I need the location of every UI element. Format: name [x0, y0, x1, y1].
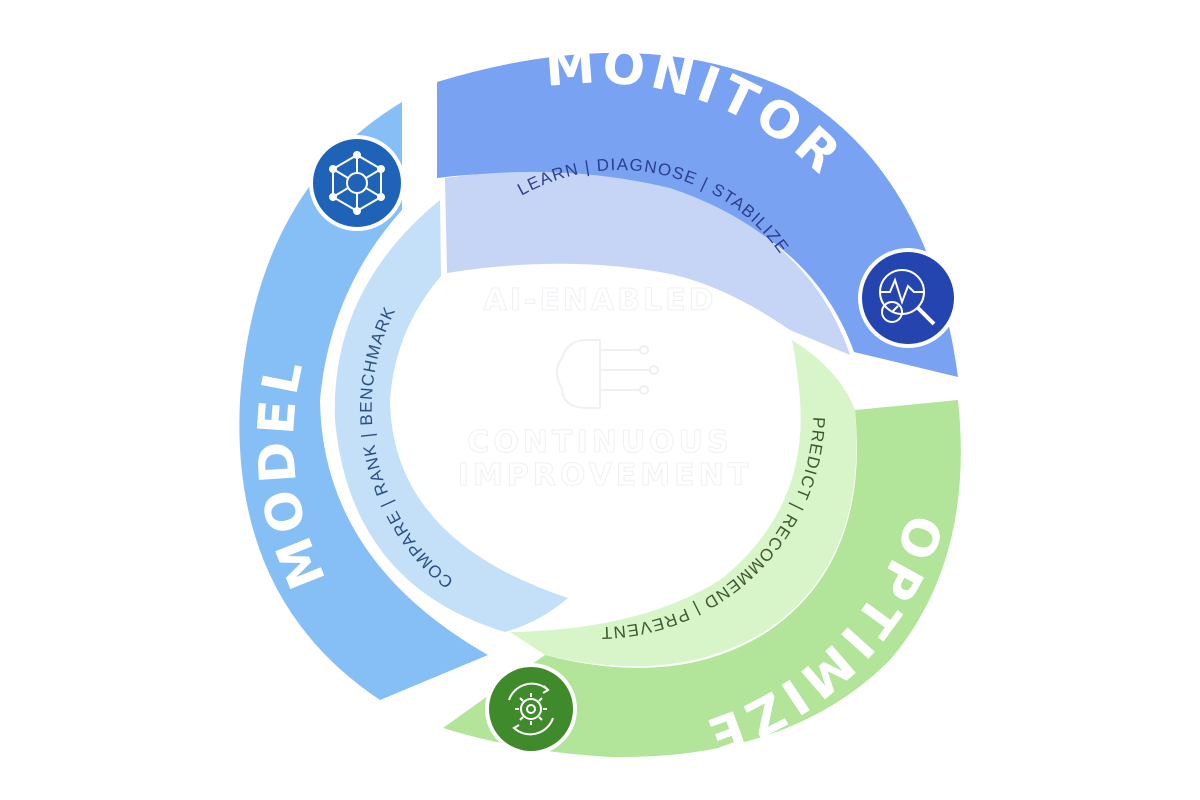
brain-circuit-icon	[556, 338, 659, 409]
center-subtitle-line1: CONTINUOUS	[467, 425, 732, 460]
monitor-icon-badge	[858, 248, 958, 348]
model-outer-band	[239, 102, 488, 700]
stage-monitor: MONITOR LEARN | DIAGNOSE | STABILIZE	[437, 36, 958, 378]
model-inner-band	[334, 200, 568, 632]
center-hub: AI-ENABLED CONTINUOUS IMPROVEMENT	[457, 283, 752, 494]
optimize-icon-badge	[485, 663, 577, 755]
network-nodes-icon	[329, 151, 385, 215]
center-subtitle-line2: IMPROVEMENT	[458, 458, 752, 493]
monitor-inner-band	[445, 171, 850, 355]
optimize-inner-band	[510, 340, 857, 667]
gauge-search-icon	[879, 269, 936, 326]
model-icon-badge	[309, 135, 405, 231]
optimize-outer-band	[443, 400, 961, 758]
gear-cycle-icon	[508, 682, 554, 736]
monitor-outer-band	[437, 52, 958, 378]
center-title: AI-ENABLED	[483, 283, 716, 318]
